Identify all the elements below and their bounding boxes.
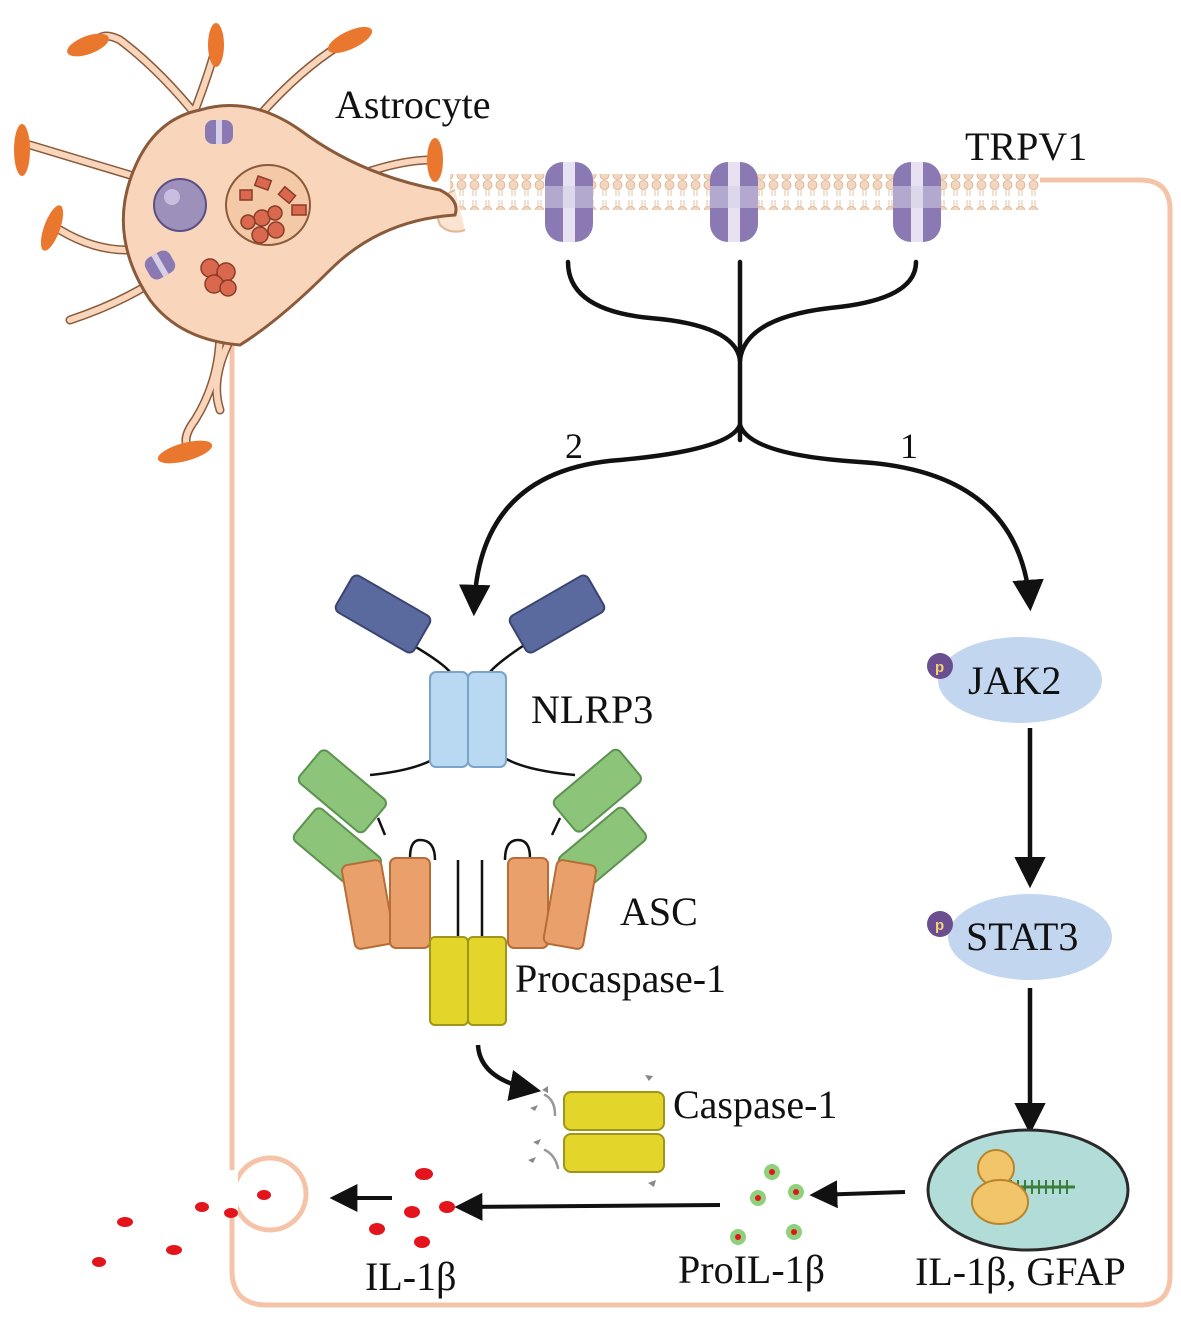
procaspase-1-domain	[467, 936, 507, 1026]
jak2-node	[938, 637, 1102, 723]
label-il1b: IL-1β	[365, 1254, 456, 1299]
pyd-domains	[340, 857, 598, 950]
label-caspase-1: Caspase-1	[673, 1082, 837, 1127]
phospho-label-stat3: p	[935, 917, 944, 934]
nlrp3-nacht-domain	[467, 671, 507, 768]
phospho-label-jak2: p	[935, 659, 944, 676]
trpv1-signal-lines	[565, 259, 919, 443]
cell-membrane-outline	[229, 177, 1173, 1308]
trpv1-channel	[710, 162, 758, 242]
nlrp3-nacht-domain	[429, 671, 469, 768]
trpv1-channel	[545, 162, 593, 242]
proil1b-particles	[730, 1164, 804, 1245]
label-procaspase-1: Procaspase-1	[515, 956, 726, 1001]
label-trpv1: TRPV1	[965, 124, 1087, 169]
label-astrocyte: Astrocyte	[335, 82, 491, 127]
label-nlrp3: NLRP3	[531, 687, 653, 732]
nlrp3-lrr-domain	[508, 574, 606, 654]
stat3-node	[948, 894, 1112, 980]
astrocyte-cell	[14, 23, 458, 464]
nlrp3-lrr-domain	[334, 574, 432, 654]
label-proil1b: ProIL-1β	[678, 1247, 825, 1292]
label-stat3: STAT3	[966, 914, 1078, 959]
ribosome-large	[971, 1179, 1029, 1225]
diagram-labels: Astrocyte TRPV1 2 1 NLRP3 ASC Procaspase…	[335, 82, 1126, 1299]
nucleus-to-proil1b-arrow	[809, 1180, 906, 1209]
cleavage-arrow	[475, 1044, 542, 1101]
phospho-badge	[927, 653, 953, 937]
pathway-1-arrow	[737, 424, 1044, 612]
caspase-1-dimer	[528, 1075, 665, 1187]
pathway-2-arrow	[458, 423, 743, 617]
trpv1-channel	[893, 162, 941, 242]
procaspase-1-domain	[429, 936, 469, 1026]
nlrp3-inflammasome	[292, 574, 647, 1026]
label-asc: ASC	[620, 889, 698, 934]
astrocyte-nucleus	[153, 178, 207, 232]
label-pathway-2: 2	[565, 426, 583, 466]
astrocyte-channel	[205, 120, 233, 144]
label-jak2: JAK2	[968, 658, 1061, 703]
nucleus-transcription	[926, 1128, 1130, 1252]
label-transcribed-genes: IL-1β, GFAP	[915, 1249, 1126, 1294]
il1b-particles	[92, 1168, 455, 1267]
proil1b-to-il1b-arrow	[454, 1192, 721, 1221]
astrocyte-endfeet	[14, 23, 443, 464]
label-pathway-1: 1	[900, 426, 918, 466]
astrocyte-channel	[144, 250, 176, 280]
